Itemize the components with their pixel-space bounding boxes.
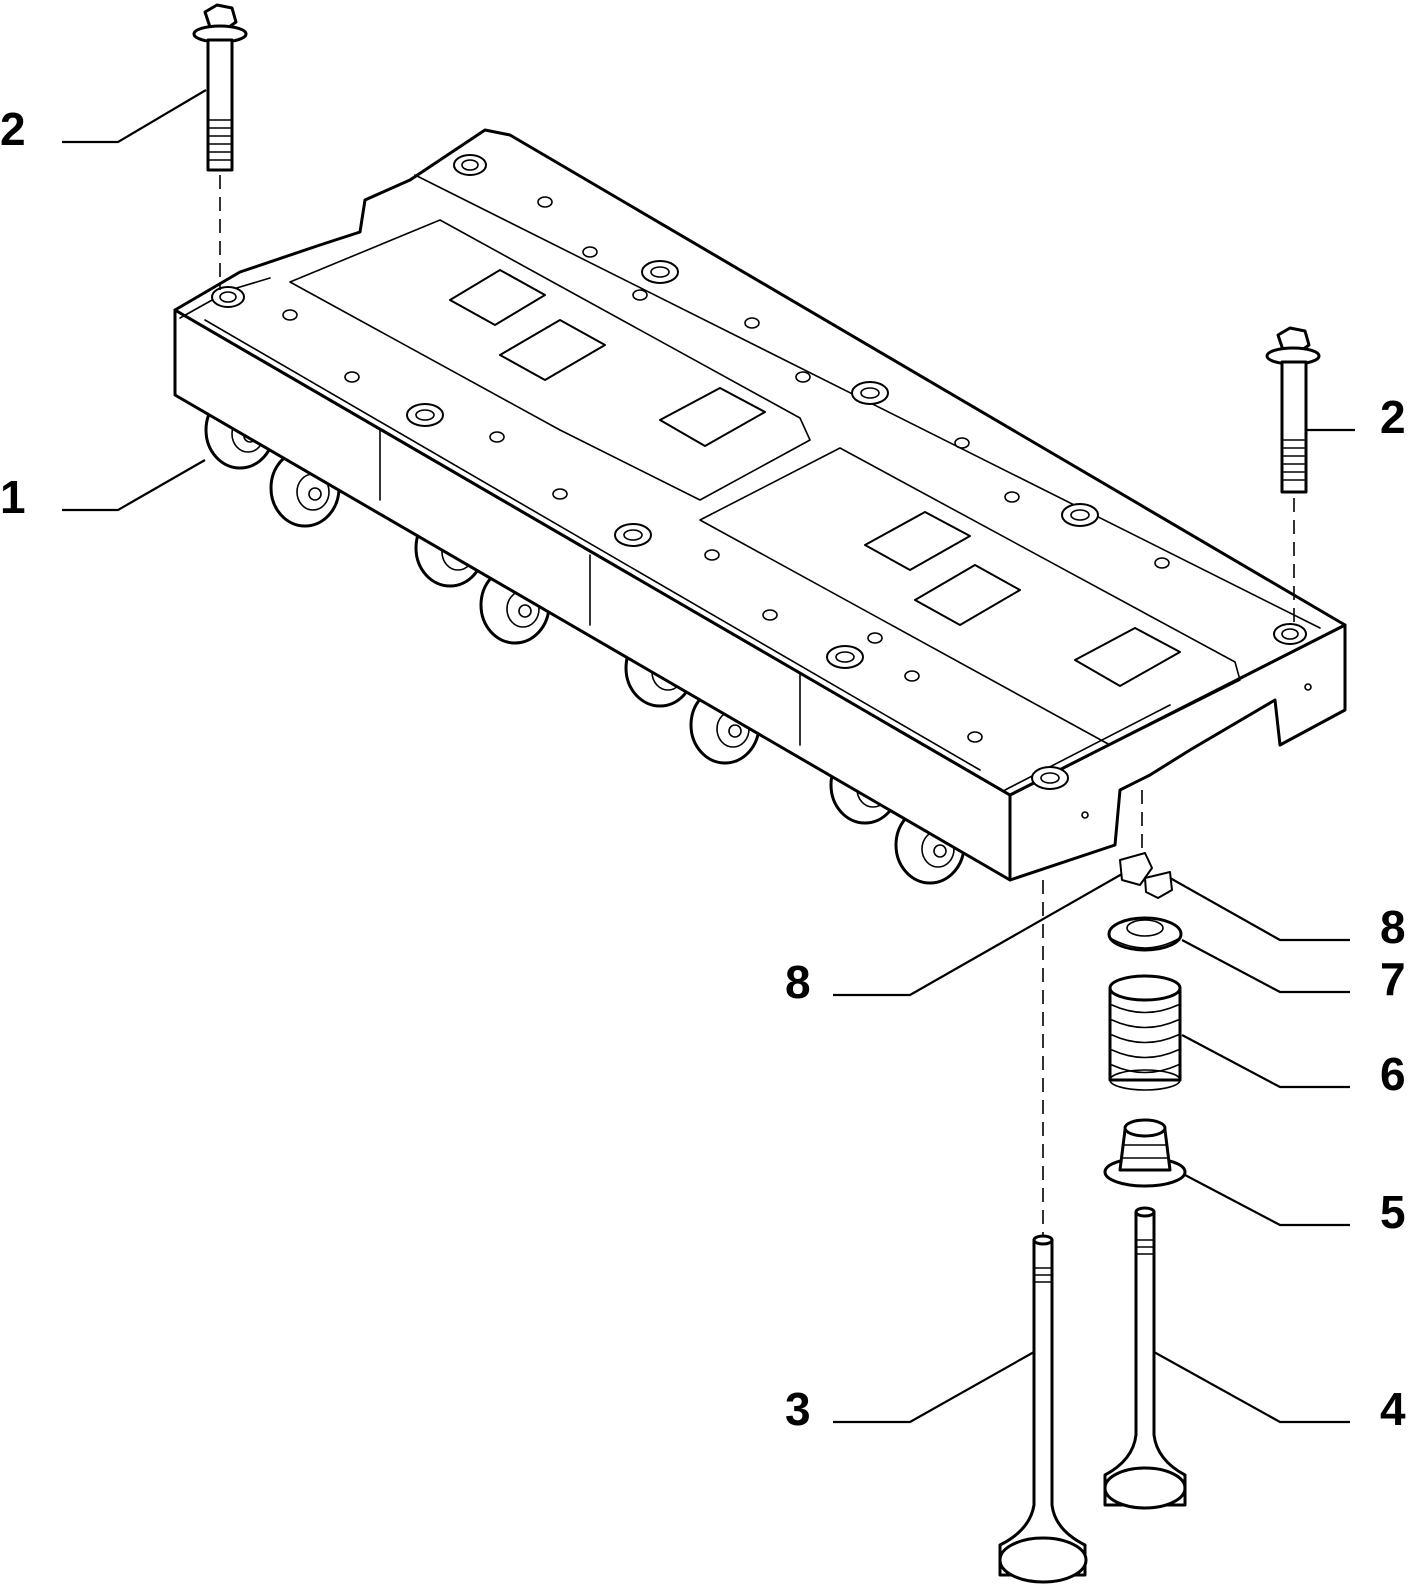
- callout-8-left: 8: [785, 956, 811, 1008]
- callout-2-left: 2: [0, 103, 26, 155]
- callout-6: 6: [1380, 1048, 1406, 1100]
- callout-3: 3: [785, 1383, 811, 1435]
- valve-stem-seal: [1103, 1118, 1187, 1188]
- rocker-arms: [449, 269, 1181, 687]
- callout-4: 4: [1380, 1383, 1406, 1435]
- valve-4: [1103, 1206, 1187, 1510]
- flange-bolt-right: [1265, 326, 1321, 494]
- valve-3: [998, 1234, 1088, 1584]
- flange-bolt-left: [192, 3, 248, 172]
- callout-1: 1: [0, 471, 26, 523]
- callout-5: 5: [1380, 1186, 1406, 1238]
- bolt-bosses: [211, 154, 1307, 790]
- rocker-arm-carrier: [173, 128, 1347, 885]
- small-holes: [282, 196, 1170, 743]
- callout-2-right: 2: [1380, 391, 1406, 443]
- leader-lines: [62, 89, 1355, 1424]
- valve-collets: [1119, 852, 1173, 899]
- callout-8-right: 8: [1380, 901, 1406, 953]
- valve-spring: [1108, 974, 1182, 1091]
- callout-7: 7: [1380, 953, 1406, 1005]
- callout-labels: 2 1 2 8 8 7 6 5 3 4: [0, 103, 1406, 1435]
- spring-retainer: [1107, 916, 1183, 952]
